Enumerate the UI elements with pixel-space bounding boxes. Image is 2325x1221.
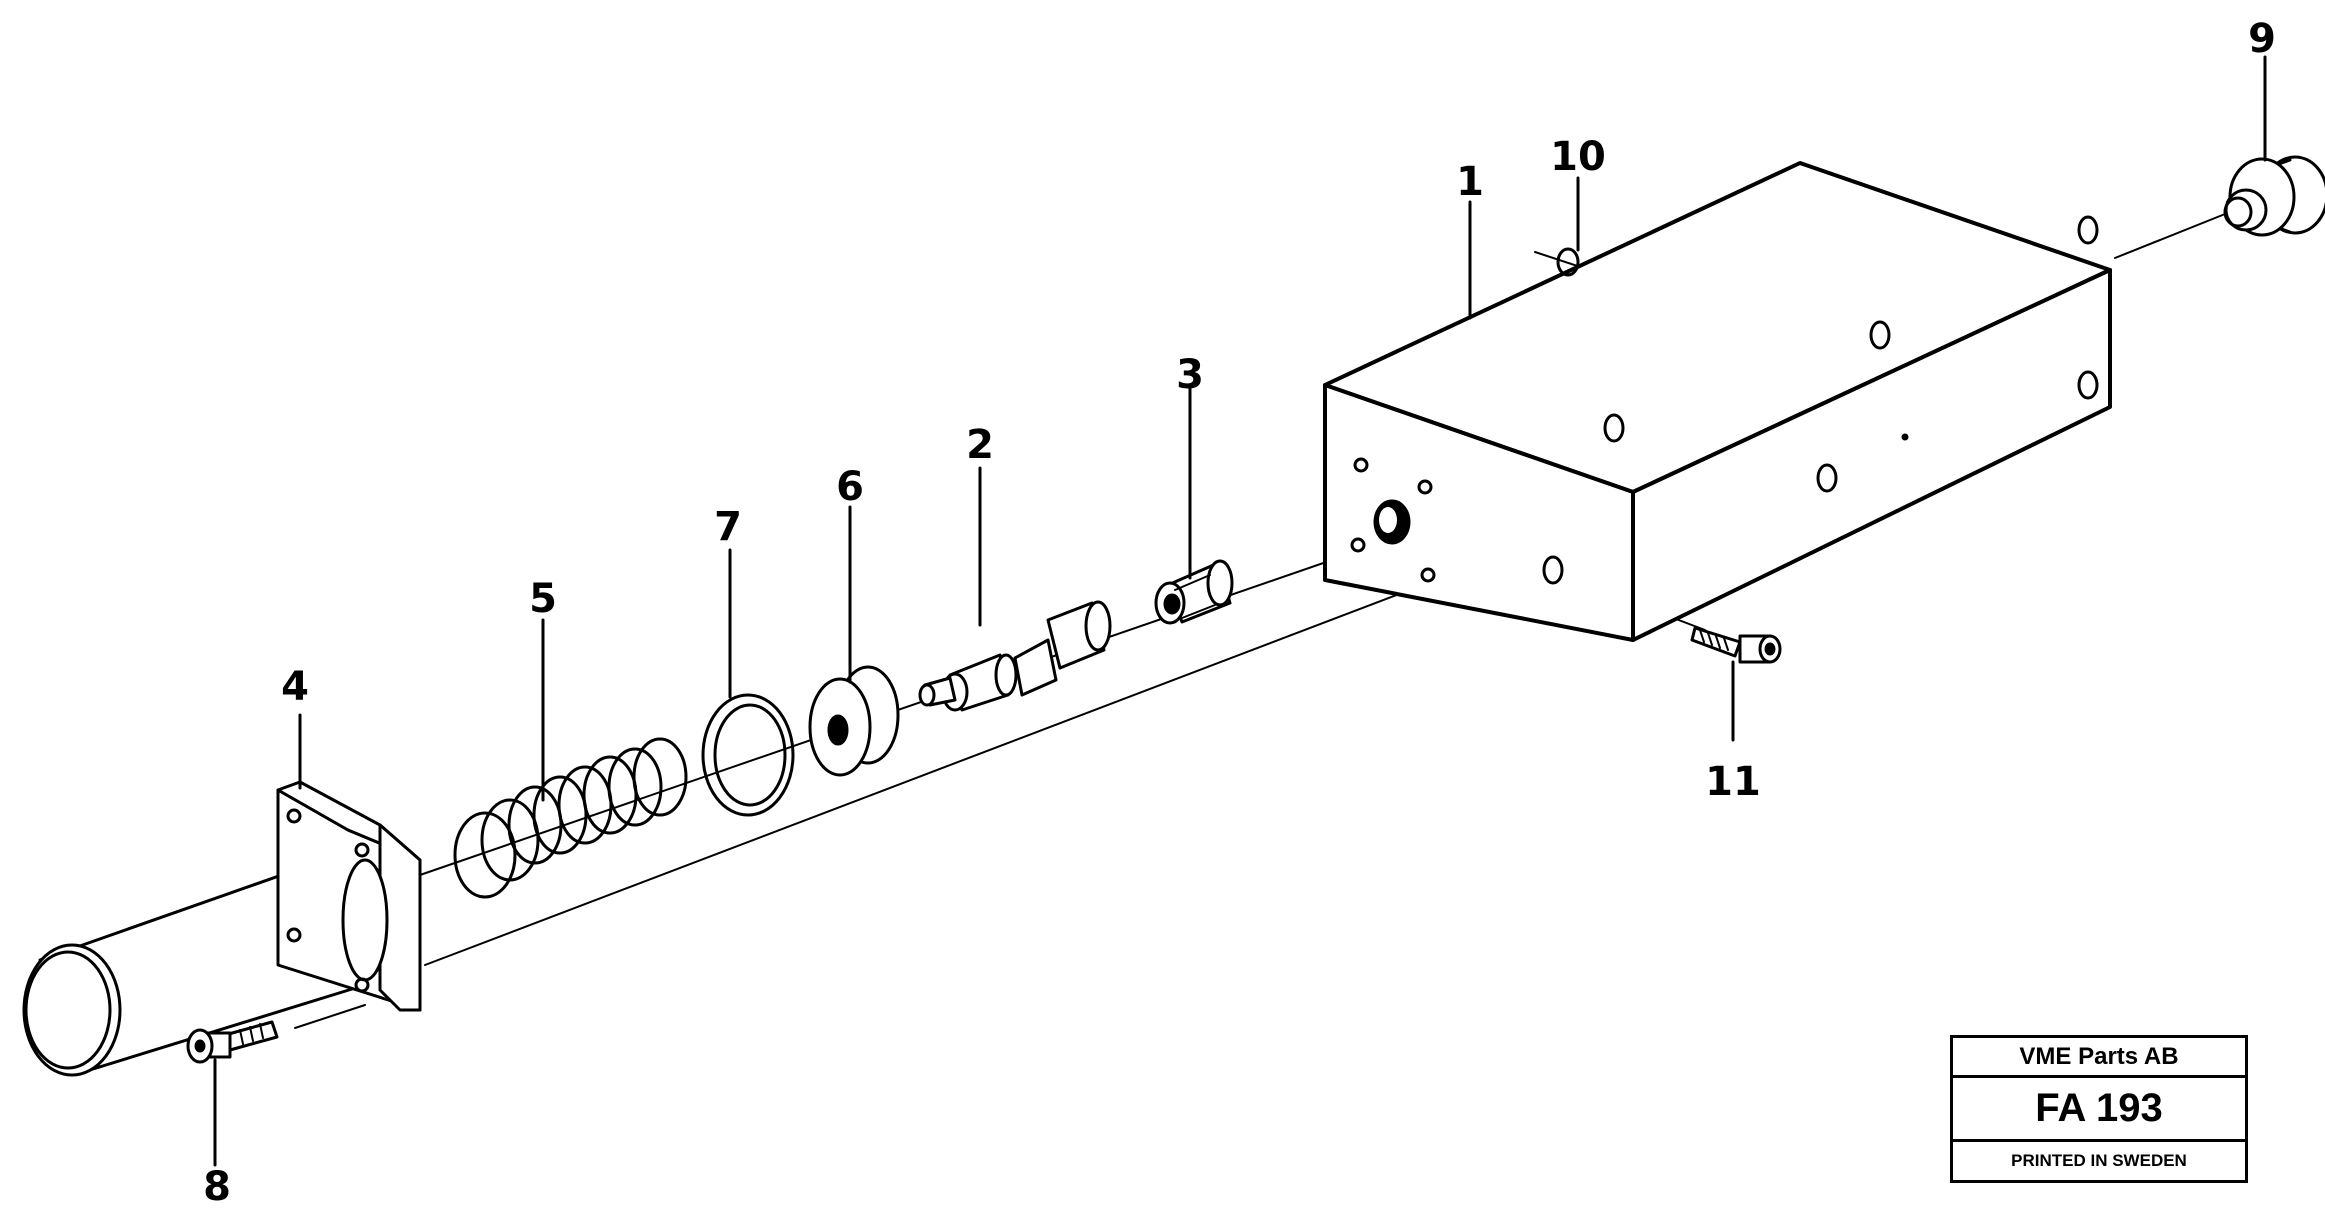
stamp-figure-code: FA 193 [1953,1078,2245,1142]
socket-screw-right-part [1690,626,1782,664]
callout-7: 7 [714,504,742,550]
callout-11: 11 [1705,759,1761,805]
callout-leader-lines [213,55,2267,1167]
callout-1: 1 [1456,159,1484,205]
sleeve-part [1154,559,1234,625]
callout-2: 2 [966,422,994,468]
callout-9: 9 [2248,16,2276,62]
plug-part [2223,155,2325,237]
stamp-company: VME Parts AB [1953,1038,2245,1078]
callout-5: 5 [529,576,557,622]
socket-screw-left-part [186,1020,279,1064]
callout-10: 10 [1550,134,1606,180]
callout-3: 3 [1176,352,1204,398]
callout-6: 6 [836,464,864,510]
washer-part [808,665,900,777]
valve-spool-part [918,600,1112,712]
large-o-ring-part [701,693,795,817]
callout-4: 4 [281,664,309,710]
callout-labels: 1 2 3 4 5 6 7 8 9 10 11 [203,16,2276,1210]
stamp-printed-note: PRINTED IN SWEDEN [2011,1151,2187,1170]
valve-housing-block [1323,161,2112,642]
small-o-ring-part [1556,247,1580,277]
publisher-stamp: VME Parts AB FA 193 PRINTED IN SWEDEN [1950,1035,2248,1183]
cover-cylinder-part [22,780,422,1077]
spring-part [453,737,688,899]
callout-8: 8 [203,1164,231,1210]
